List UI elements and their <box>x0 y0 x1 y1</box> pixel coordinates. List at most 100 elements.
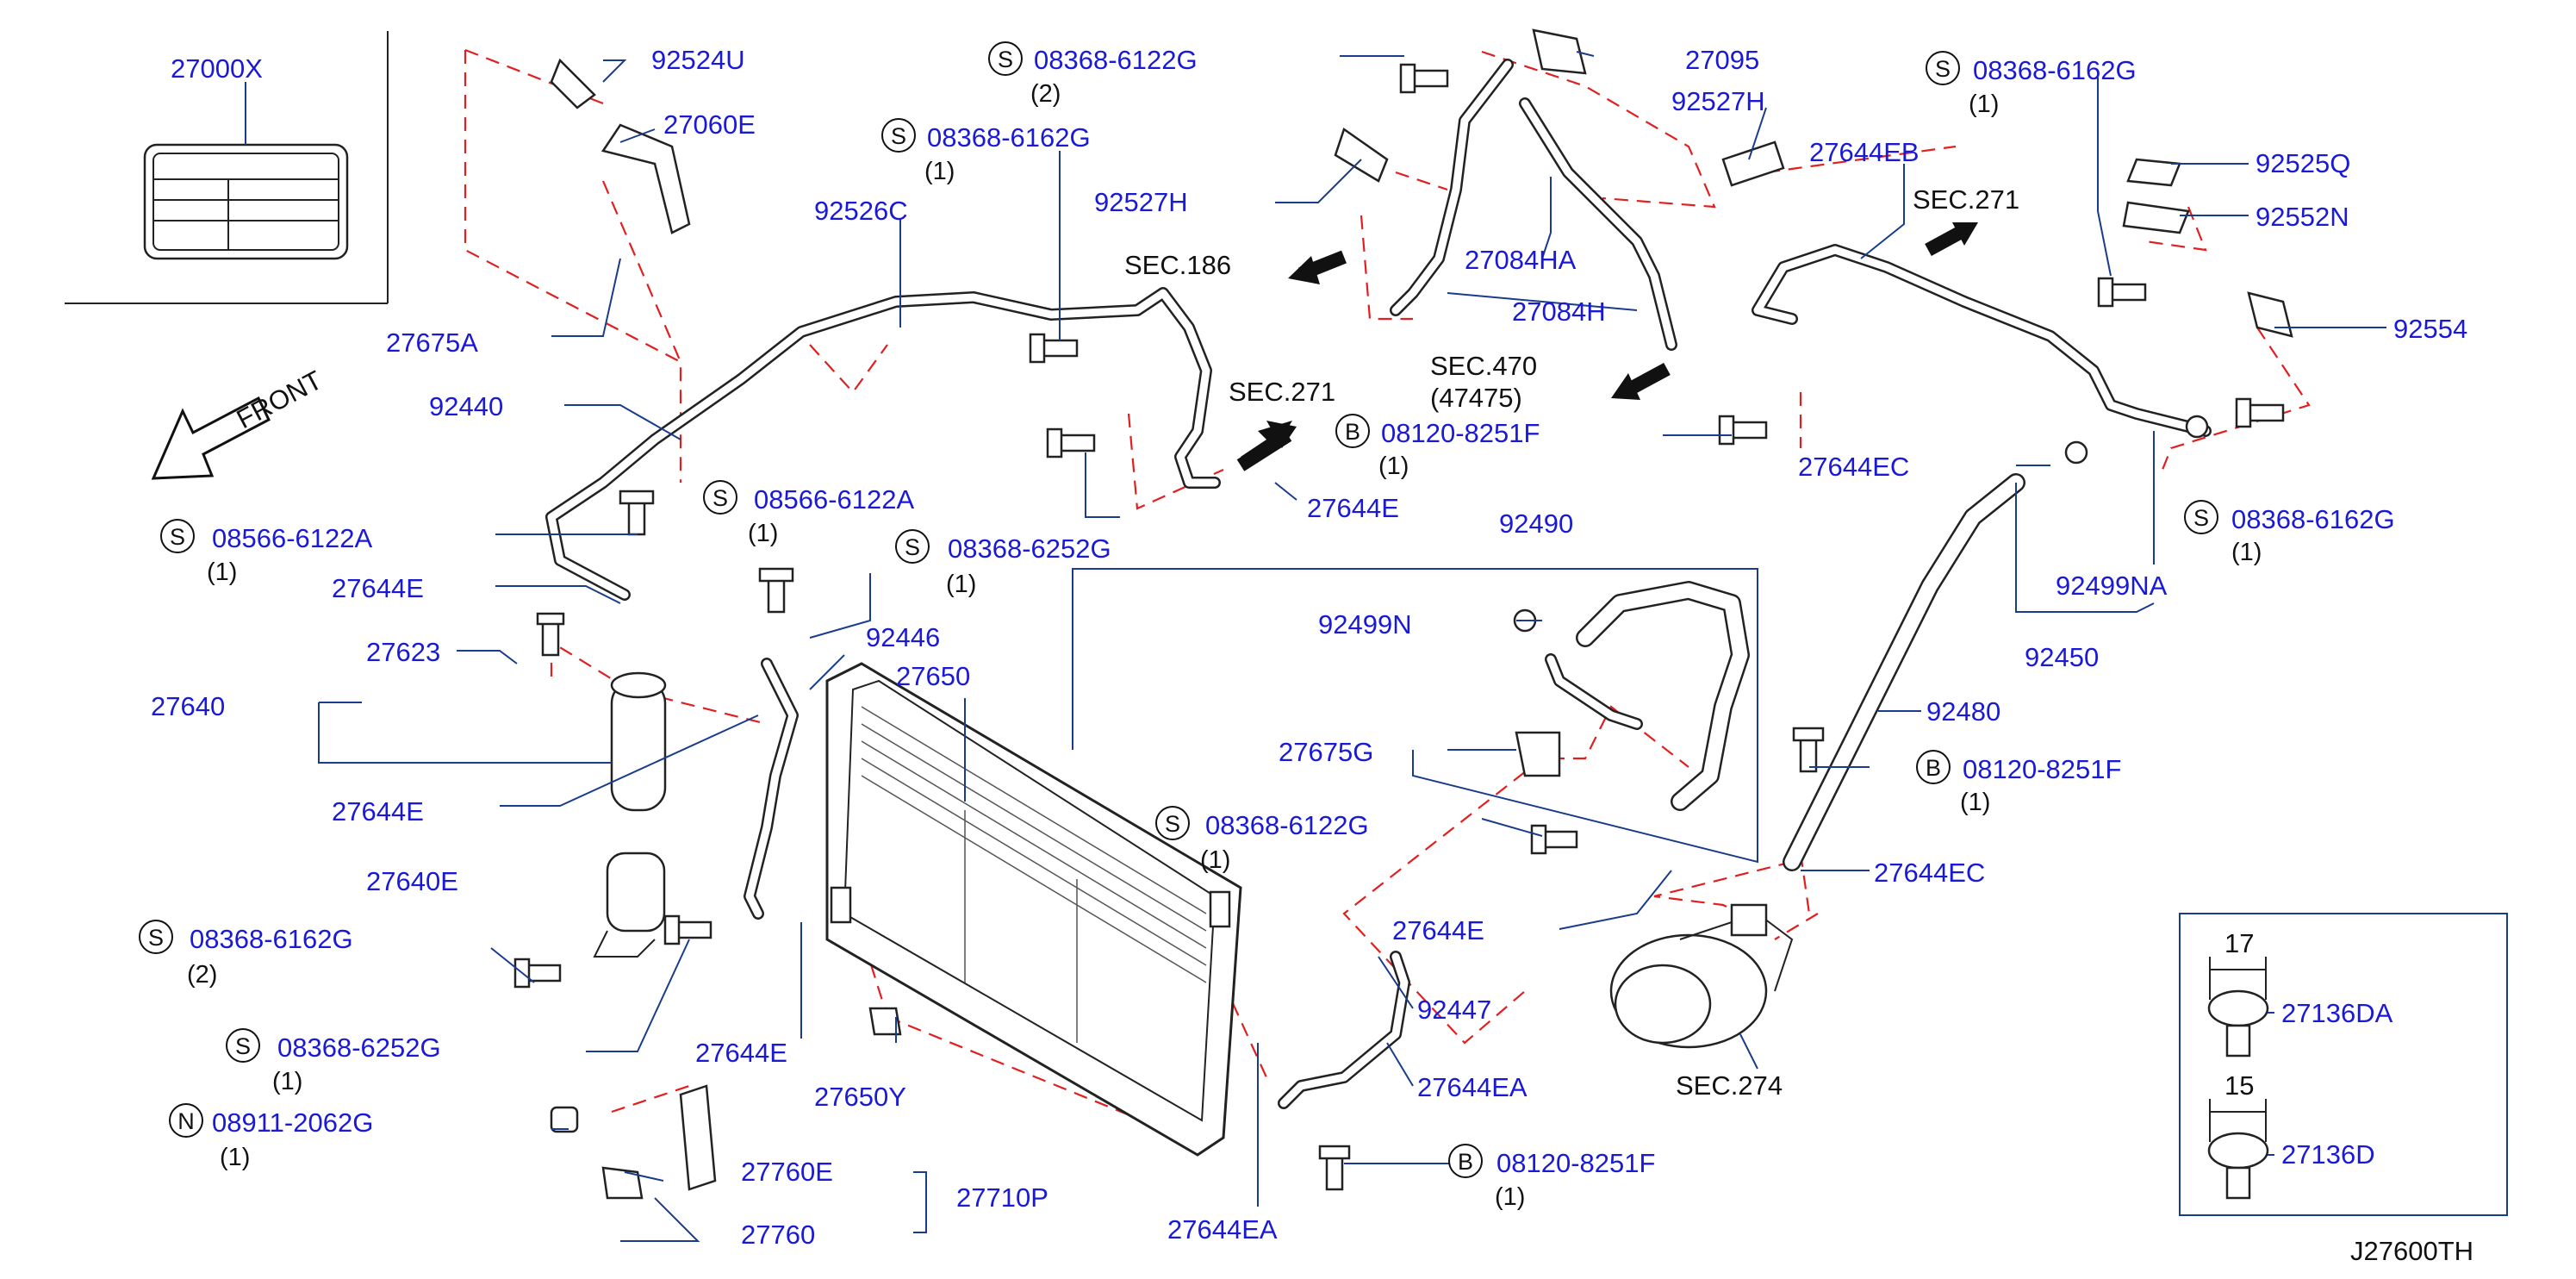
part-92526C[interactable]: 92526C <box>814 196 908 226</box>
part-92499NA[interactable]: 92499NA <box>2056 571 2168 601</box>
part-92499N[interactable]: 92499N <box>1318 609 1412 640</box>
part-27623[interactable]: 27623 <box>366 637 440 667</box>
part-27650[interactable]: 27650 <box>896 661 970 691</box>
svg-text:N: N <box>177 1108 195 1134</box>
svg-text:B: B <box>1458 1149 1473 1175</box>
part-27095[interactable]: 27095 <box>1685 45 1759 75</box>
part-92527H-b[interactable]: 92527H <box>1671 86 1765 116</box>
part-92480[interactable]: 92480 <box>1926 696 2000 727</box>
svg-text:S: S <box>148 925 164 951</box>
qty-08566-6122A-b: (1) <box>748 520 778 547</box>
svg-text:S: S <box>235 1033 251 1059</box>
qty-08368-6162G-c: (1) <box>1969 90 1999 118</box>
qty-08368-6162G-d: (1) <box>2231 539 2262 566</box>
part-27675G[interactable]: 27675G <box>1279 737 1373 767</box>
part-27644E-b[interactable]: 27644E <box>332 796 424 827</box>
diagram-code: J27600TH <box>2350 1236 2473 1266</box>
qty-08120-8251F-a: (1) <box>1378 452 1409 480</box>
part-08120-8251F-b[interactable]: 08120-8251F <box>1963 754 2121 784</box>
part-27644E-a[interactable]: 27644E <box>332 573 424 603</box>
front-arrow: FRONT <box>151 365 327 480</box>
part-08911-2062G[interactable]: 08911-2062G <box>212 1107 373 1138</box>
part-08368-6162G-d[interactable]: 08368-6162G <box>2231 504 2395 534</box>
qty-08368-6122G-a: (2) <box>1030 80 1061 108</box>
compressor <box>1609 903 1794 1049</box>
svg-text:S: S <box>998 47 1013 72</box>
qty-08368-6122G-b: (1) <box>1200 846 1230 874</box>
qty-08911-2062G: (1) <box>220 1144 250 1171</box>
part-27644EC-a[interactable]: 27644EC <box>1798 452 1909 482</box>
part-27760[interactable]: 27760 <box>741 1220 815 1250</box>
part-92554[interactable]: 92554 <box>2393 314 2467 344</box>
part-27675A[interactable]: 27675A <box>386 328 478 358</box>
part-27644E-d[interactable]: 27644E <box>1307 493 1399 523</box>
part-92446[interactable]: 92446 <box>866 622 940 652</box>
part-27644EC-b[interactable]: 27644EC <box>1874 858 1985 888</box>
part-08368-6122G-b[interactable]: 08368-6122G <box>1205 810 1369 840</box>
part-27136DA[interactable]: 27136DA <box>2281 998 2393 1028</box>
marker-circles: S S S N S S S S B S S S B B <box>139 41 2218 1178</box>
part-92552N[interactable]: 92552N <box>2256 202 2349 232</box>
part-08566-6122A-b[interactable]: 08566-6122A <box>754 484 914 515</box>
part-92447[interactable]: 92447 <box>1417 995 1491 1025</box>
clip-size-15: 15 <box>2224 1070 2254 1101</box>
part-08120-8251F-a[interactable]: 08120-8251F <box>1381 418 1540 448</box>
svg-text:S: S <box>1165 811 1180 837</box>
svg-text:B: B <box>1345 419 1360 445</box>
part-08120-8251F-c[interactable]: 08120-8251F <box>1496 1148 1655 1178</box>
sec-271-a[interactable]: SEC.271 <box>1229 377 1335 407</box>
part-27644E-e[interactable]: 27644E <box>1392 915 1484 945</box>
part-27136D[interactable]: 27136D <box>2281 1139 2375 1170</box>
svg-text:S: S <box>1935 56 1951 82</box>
part-27644EB[interactable]: 27644EB <box>1809 137 1920 167</box>
part-27644EA-a[interactable]: 27644EA <box>1417 1072 1528 1102</box>
receiver-drier <box>593 671 667 958</box>
qty-08368-6162G-b: (1) <box>924 158 955 185</box>
leader-lines <box>318 51 2386 1242</box>
part-labels: 92524U 27060E 27675A 92440 08566-6122A (… <box>151 45 2473 1266</box>
qty-08120-8251F-b: (1) <box>1960 789 1990 816</box>
svg-text:S: S <box>712 485 728 511</box>
part-92450[interactable]: 92450 <box>2025 642 2099 672</box>
part-92440[interactable]: 92440 <box>429 391 503 421</box>
part-27084H[interactable]: 27084H <box>1512 296 1606 327</box>
qty-08120-8251F-c: (1) <box>1495 1183 1525 1211</box>
part-27000X[interactable]: 27000X <box>171 53 263 84</box>
fasteners <box>513 28 2293 1200</box>
condenser <box>825 662 1242 1157</box>
qty-08566-6122A-a: (1) <box>207 558 237 586</box>
part-08368-6252G-a[interactable]: 08368-6252G <box>277 1033 441 1063</box>
direction-arrows <box>1236 222 1978 471</box>
svg-text:S: S <box>905 534 920 560</box>
sec-470-sub: (47475) <box>1430 383 1522 413</box>
part-08368-6162G-c[interactable]: 08368-6162G <box>1973 55 2137 85</box>
piping <box>545 59 2212 1109</box>
part-08566-6122A-a[interactable]: 08566-6122A <box>212 523 372 553</box>
part-27640[interactable]: 27640 <box>151 691 225 721</box>
part-92525Q[interactable]: 92525Q <box>2256 148 2350 178</box>
part-27644EA-b[interactable]: 27644EA <box>1167 1214 1278 1245</box>
part-92527H-a[interactable]: 92527H <box>1094 187 1188 217</box>
part-27710P[interactable]: 27710P <box>956 1182 1048 1213</box>
sec-271-b[interactable]: SEC.271 <box>1913 184 2019 215</box>
part-27760E[interactable]: 27760E <box>741 1157 833 1187</box>
part-92524U[interactable]: 92524U <box>651 45 745 75</box>
part-92490[interactable]: 92490 <box>1499 508 1573 539</box>
part-08368-6252G-b[interactable]: 08368-6252G <box>948 533 1111 564</box>
sec-470[interactable]: SEC.470 <box>1430 351 1537 381</box>
part-27644E-c[interactable]: 27644E <box>695 1038 787 1068</box>
svg-text:S: S <box>891 123 906 149</box>
sec-274[interactable]: SEC.274 <box>1676 1070 1783 1101</box>
part-27640E[interactable]: 27640E <box>366 866 458 896</box>
qty-08368-6162G-a: (2) <box>187 961 217 989</box>
part-27650Y[interactable]: 27650Y <box>814 1082 906 1112</box>
sec-186[interactable]: SEC.186 <box>1124 250 1231 280</box>
part-08368-6162G-b[interactable]: 08368-6162G <box>927 122 1091 153</box>
part-08368-6162G-a[interactable]: 08368-6162G <box>190 924 353 954</box>
clip-size-17: 17 <box>2224 928 2254 958</box>
part-08368-6122G-a[interactable]: 08368-6122G <box>1034 45 1198 75</box>
part-27084HA[interactable]: 27084HA <box>1465 245 1577 275</box>
svg-text:S: S <box>170 524 185 550</box>
part-27060E[interactable]: 27060E <box>663 109 756 140</box>
